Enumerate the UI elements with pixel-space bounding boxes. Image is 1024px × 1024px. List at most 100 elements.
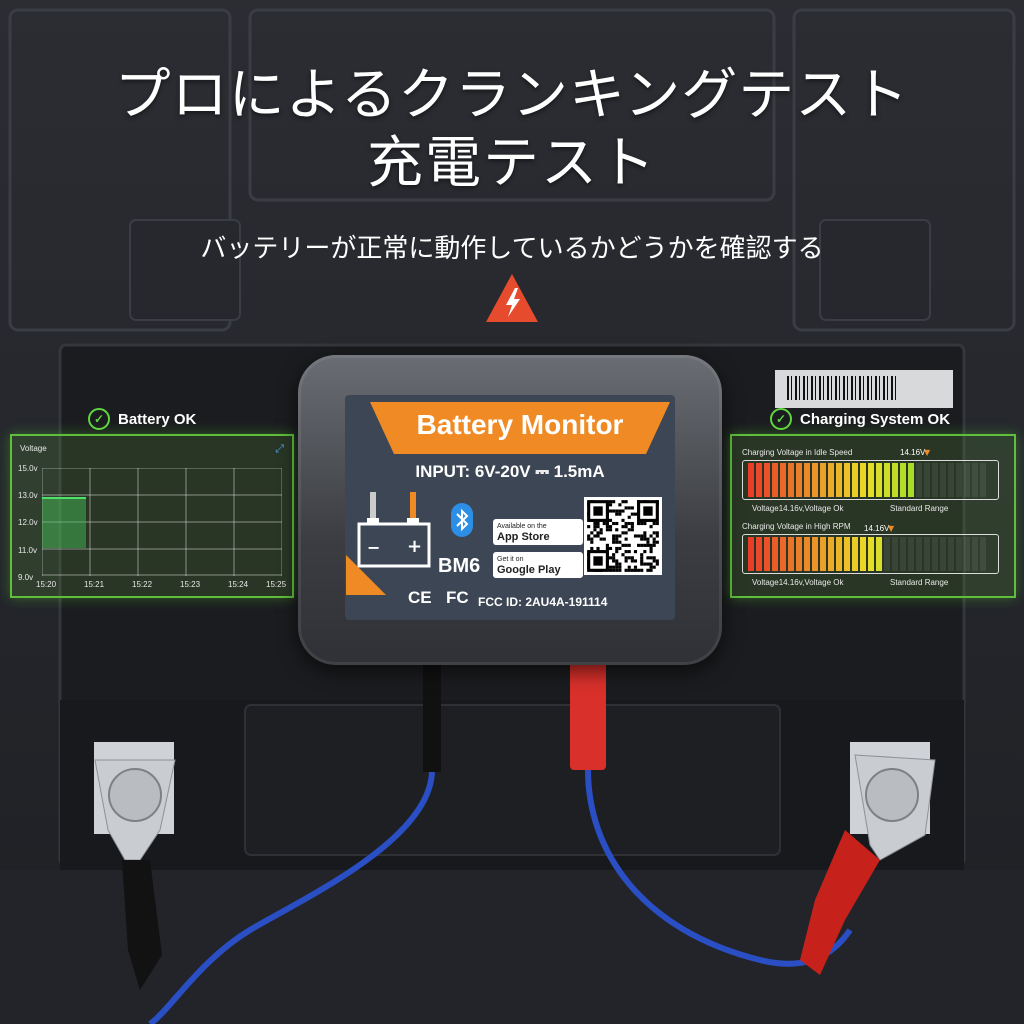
gauge-segment [908, 463, 914, 497]
x-tick: 15:24 [228, 580, 249, 589]
warning-lightning-icon [486, 274, 538, 322]
y-tick: 9.0v [18, 573, 34, 582]
gauge-segment [860, 463, 866, 497]
google-play-line1: Get it on [497, 556, 524, 563]
gauge-bar-idle [748, 463, 986, 497]
gauge-segment [756, 463, 762, 497]
gauge-segment [852, 537, 858, 571]
gauge-segment [748, 463, 754, 497]
gauge-segment [812, 537, 818, 571]
input-spec: INPUT: 6V-20V ⎓ 1.5mA [415, 462, 605, 481]
x-tick: 15:20 [36, 580, 57, 589]
gauge-segment [796, 463, 802, 497]
gauge-segment [908, 537, 914, 571]
pointer-icon: ▼ [924, 448, 931, 457]
voltage-chart-panel: Voltage ⤢ 15.0v 13.0v 12.0v 11.0v 9.0v 1… [10, 434, 294, 598]
gauge-segment [868, 537, 874, 571]
gauge-segment [812, 463, 818, 497]
gauge-title: Charging Voltage in High RPM [742, 522, 851, 531]
fcc-id: FCC ID: 2AU4A-191114 [478, 595, 608, 609]
gauge-segment [940, 537, 946, 571]
fcc-logo: FC [446, 588, 469, 607]
gauge-segment [884, 463, 890, 497]
battery-ok-status: ✓ Battery OK [88, 408, 196, 430]
subtitle: バッテリーが正常に動作しているかどうかを確認する [200, 234, 824, 264]
gauge-segment [804, 463, 810, 497]
gauge-segment [796, 537, 802, 571]
gauge-segment [948, 537, 954, 571]
app-store-badge[interactable]: Available on the App Store [493, 519, 583, 545]
gauge-segment [972, 463, 978, 497]
title-banner [370, 402, 670, 454]
y-tick: 12.0v [18, 518, 38, 527]
charging-ok-label: Charging System OK [800, 410, 951, 428]
gauge-segment [756, 537, 762, 571]
gauge-bar-high-rpm [748, 537, 986, 571]
gauge-segment [828, 537, 834, 571]
gauge-segment [972, 537, 978, 571]
gauge-segment [956, 537, 962, 571]
gauge-segment [780, 537, 786, 571]
gauge-segment [820, 463, 826, 497]
model-name: BM6 [438, 555, 481, 577]
minus-symbol: − [367, 538, 381, 557]
battery-icon [357, 492, 431, 568]
charging-ok-status: ✓ Charging System OK [770, 408, 950, 430]
app-store-line1: Available on the [497, 523, 547, 530]
y-tick: 13.0v [18, 491, 38, 500]
device-title: Battery Monitor [416, 409, 624, 440]
gauge-segment [932, 463, 938, 497]
gauge-left-label: Voltage14.16v,Voltage Ok [752, 578, 844, 587]
barcode-sticker [775, 370, 953, 408]
check-circle-icon: ✓ [88, 408, 110, 430]
voltage-grid [42, 468, 282, 576]
gauge-segment [860, 537, 866, 571]
gauge-segment [876, 463, 882, 497]
corner-accent [346, 555, 386, 595]
gauge-segment [980, 537, 986, 571]
gauge-segment [844, 463, 850, 497]
check-circle-icon: ✓ [770, 408, 792, 430]
battery-ok-label: Battery OK [118, 410, 197, 428]
gauge-segment [780, 463, 786, 497]
x-tick: 15:25 [266, 580, 287, 589]
gauge-right-label: Standard Range [890, 504, 949, 513]
gauge-segment [900, 537, 906, 571]
google-play-line2: Google Play [497, 564, 561, 576]
bluetooth-icon [451, 503, 473, 537]
gauge-segment [836, 463, 842, 497]
gauge-segment [764, 463, 770, 497]
gauge-segment [772, 537, 778, 571]
gauge-value: 14.16V [900, 448, 926, 457]
gauge-segment [964, 537, 970, 571]
gauge-segment [924, 463, 930, 497]
y-tick: 11.0v [18, 546, 37, 555]
google-play-badge[interactable]: Get it on Google Play [493, 552, 583, 578]
y-tick: 15.0v [18, 464, 38, 473]
ce-mark: CE [408, 588, 432, 607]
gauge-segment [964, 463, 970, 497]
gauge-segment [772, 463, 778, 497]
gauge-segment [956, 463, 962, 497]
x-tick: 15:22 [132, 580, 153, 589]
gauge-segment [828, 463, 834, 497]
gauge-segment [876, 537, 882, 571]
gauge-title: Charging Voltage in Idle Speed [742, 448, 853, 457]
gauge-segment [900, 463, 906, 497]
gauge-frame [742, 534, 999, 574]
headline-line-2: 充電テスト [367, 131, 657, 196]
x-tick: 15:23 [180, 580, 201, 589]
gauge-segment [788, 463, 794, 497]
expand-icon[interactable]: ⤢ [275, 442, 284, 455]
gauge-segment [820, 537, 826, 571]
gauge-segment [916, 537, 922, 571]
plus-symbol: + [407, 536, 423, 557]
qr-code[interactable] [584, 497, 662, 575]
gauge-segment [884, 537, 890, 571]
gauge-segment [940, 463, 946, 497]
gauge-segment [836, 537, 842, 571]
gauge-value: 14.16V [864, 524, 890, 533]
gauge-segment [852, 463, 858, 497]
gauge-segment [980, 463, 986, 497]
gauge-segment [892, 463, 898, 497]
